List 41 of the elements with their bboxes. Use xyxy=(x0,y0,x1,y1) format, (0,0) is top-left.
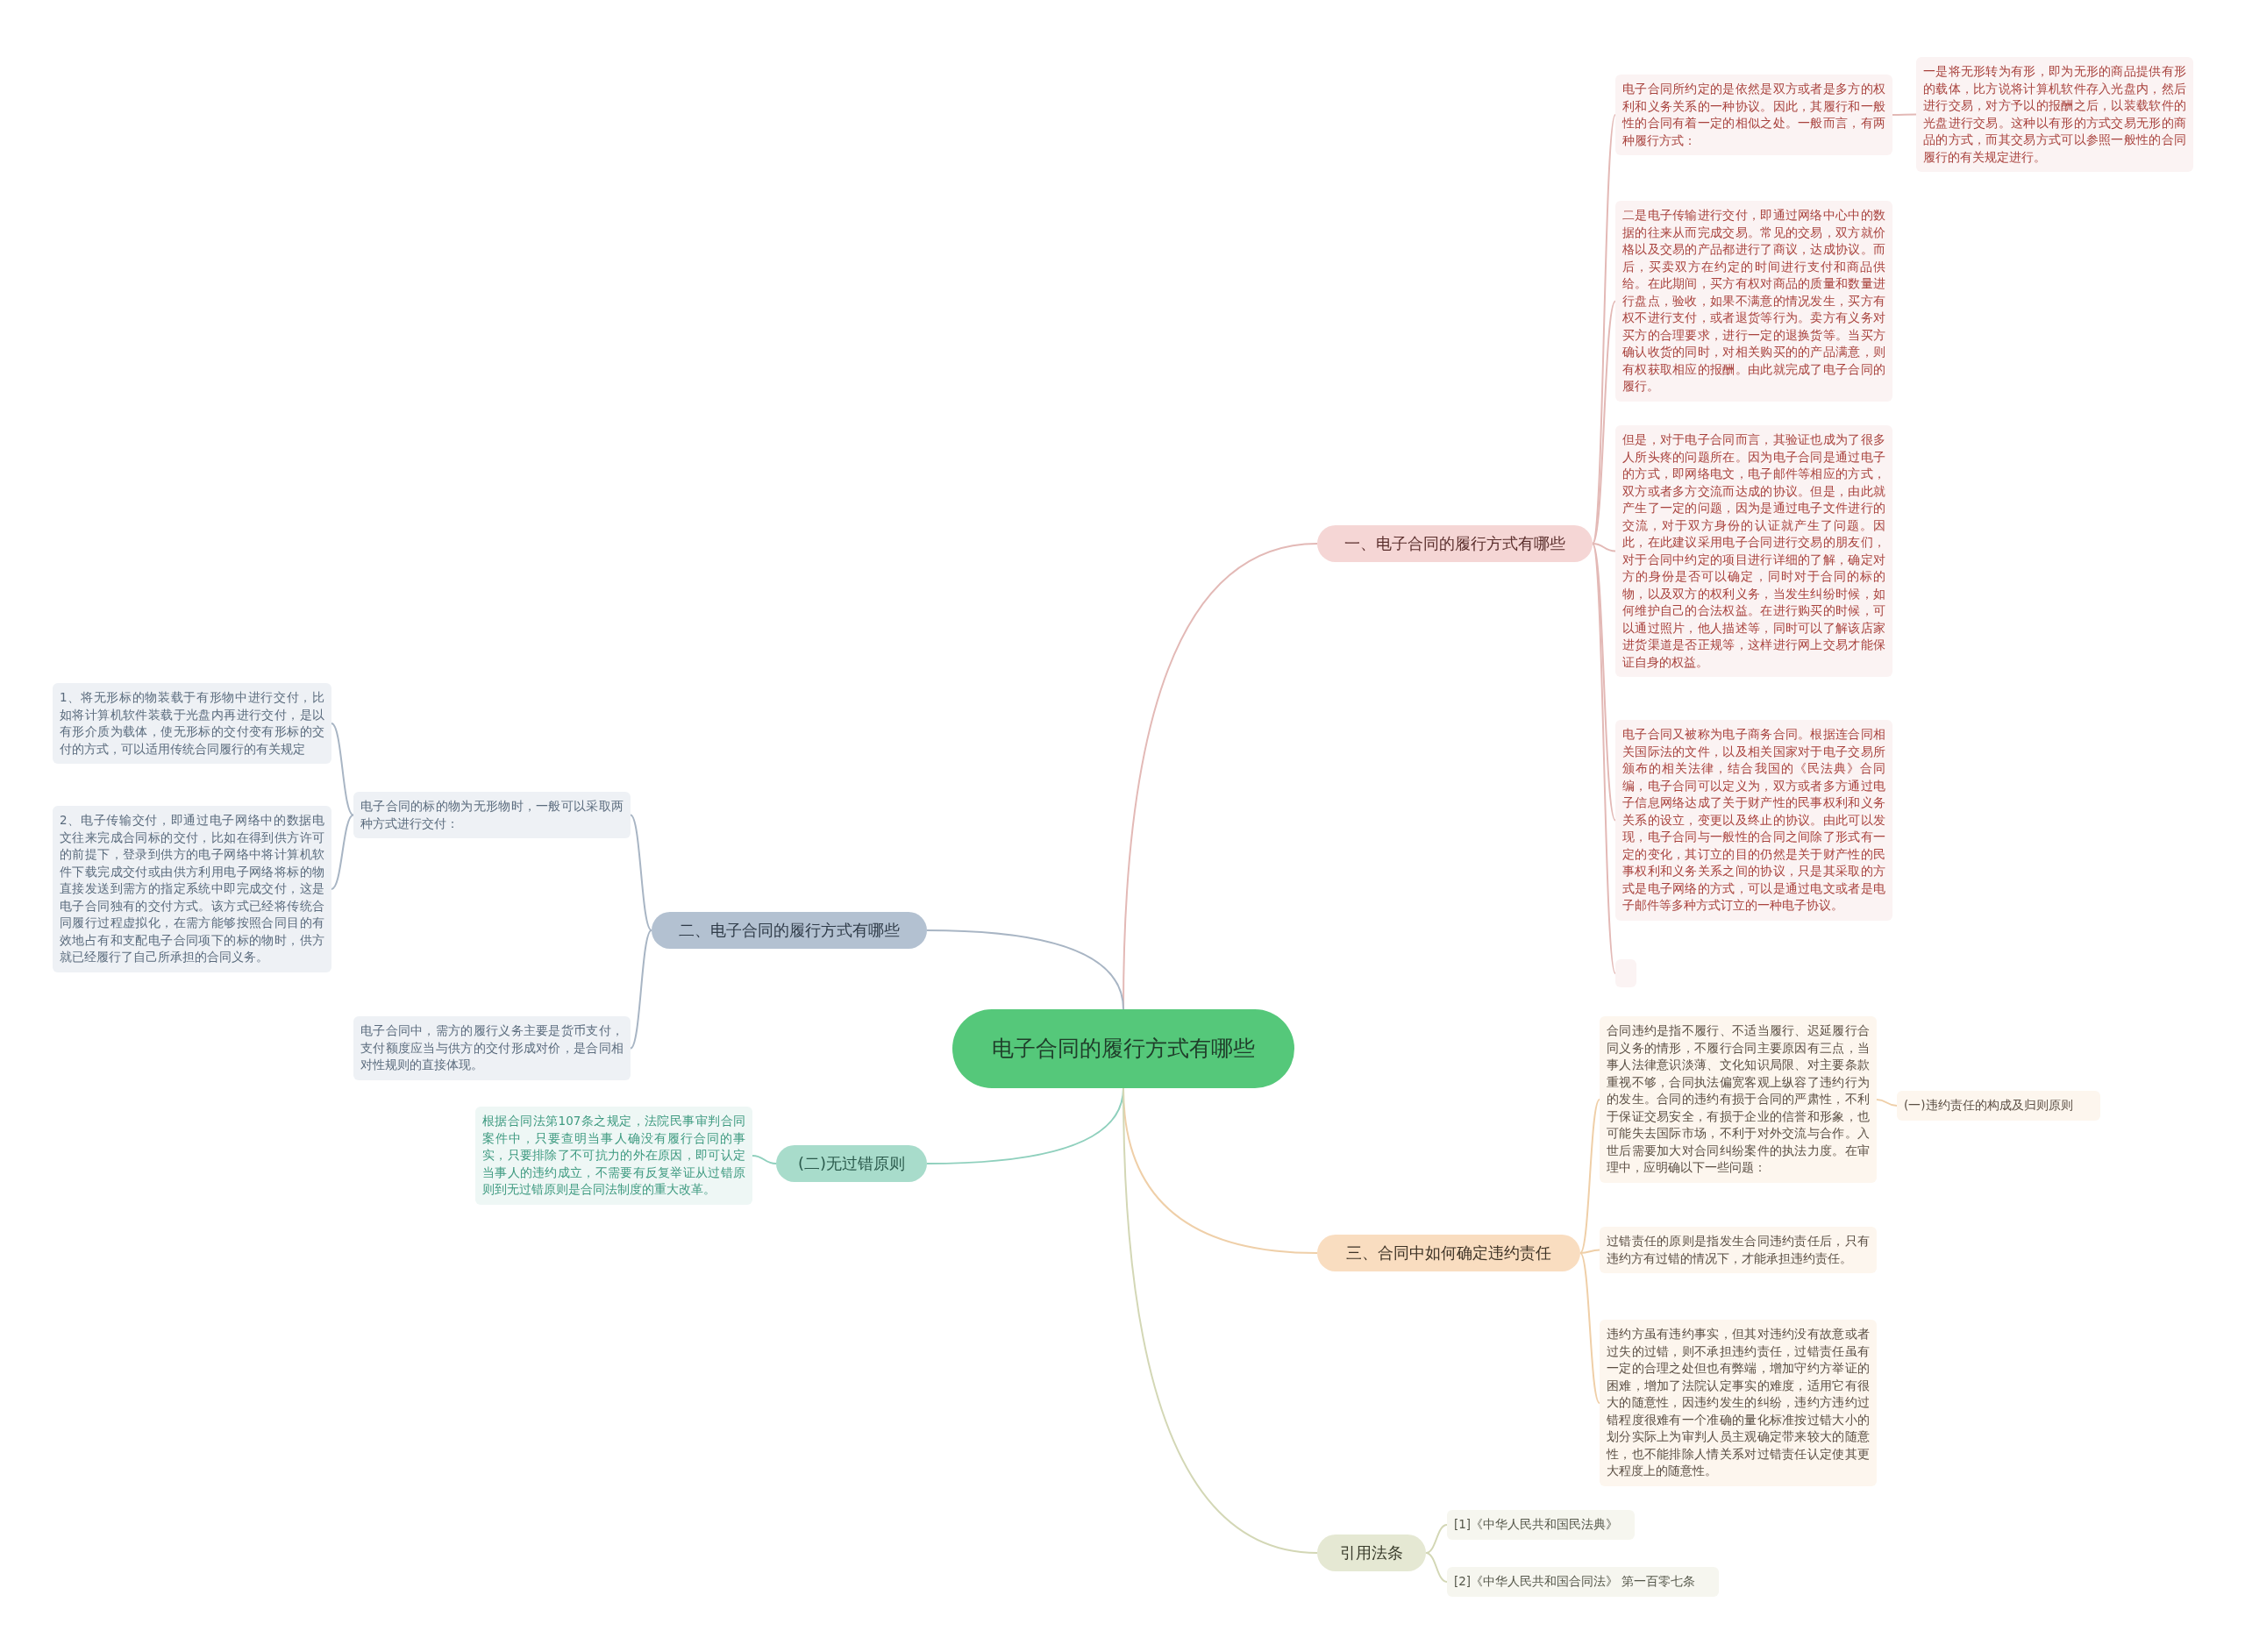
note-box: 电子合同所约定的是依然是双方或者是多方的权利和义务关系的一种协议。因此，其履行和一般性的合同有着一定的相似之处。一般而言，有两种履行方式： xyxy=(1615,75,1892,155)
empty-box xyxy=(1615,959,1636,987)
note-box: 合同违约是指不履行、不适当履行、迟延履行合同义务的情形，不履行合同主要原因有三点，当事人法律意识淡薄、文化知识局限、对主要条款重视不够，合同执法偏宽客观上纵容了违约行为的发生。合同的违约有损于合同的严肃性，不利于保证交易安全，有损于企业的信誉和形象，也可能失去国际市场，不利于对外交流与合作。入世后需要加大对合同纠纷案件的执法力度。在审理中，应明确以下一些问题： xyxy=(1600,1016,1877,1183)
note-box: 2、电子传输交付，即通过电子网络中的数据电文往来完成合同标的交付，比如在得到供方许可的前提下，登录到供方的电子网络中将计算机软件下载完成交付或由供方利用电子网络将标的物直接发送到需方的指定系统中即完成交付，这是电子合同独有的交付方式。该方式已经将传统合同履行过程虚拟化，在需方能够按照合同目的有效地占有和支配电子合同项下的标的物时，供方就已经履行了自己所承担的合同义务。 xyxy=(53,806,331,972)
connector-line xyxy=(331,723,354,816)
note-box: 但是，对于电子合同而言，其验证也成为了很多人所头疼的问题所在。因为电子合同是通过电子的方式，即网络电文，电子邮件等相应的方式，双方或者多方交流而达成的协议。但是，由此就产生了一定的问题，因为是通过电子文件进行的交流，对于双方身份的认证就产生了问题。因此，在此建议采用电子合同进行交易的朋友们，对于合同中约定的项目进行详细的了解，确定对方的身份是否可以确定，同时对于合同的标的物，以及双方的权利义务，当发生纠纷时候，如何维护自己的合法权益。在进行购买的时候，可以通过照片，他人描述等，同时可以了解该店家进货渠道是否正规等，这样进行网上交易才能保证自身的权益。 xyxy=(1615,425,1892,677)
connector-line xyxy=(1876,1099,1898,1107)
note-box: 电子合同的标的物为无形物时，一般可以采取两种方式进行交付： xyxy=(353,792,631,838)
note-box: 一是将无形转为有形，即为无形的商品提供有形的载体，比方说将计算机软件存入光盘内，然后进行交易，对方予以的报酬之后，以装载软件的光盘进行交易。这种以有形的方式交易无形的商品的方式，而其交易方式可以参照一般性的合同履行的有关规定进行。 xyxy=(1916,57,2193,172)
connector-line xyxy=(1592,543,1616,822)
branch-topic: 三、合同中如何确定违约责任 xyxy=(1317,1235,1580,1272)
central-topic: 电子合同的履行方式有哪些 xyxy=(952,1009,1294,1088)
note-box: 二是电子传输进行交付，即通过网络中心中的数据的往来从而完成交易。常见的交易，双方就价格以及交易的产品都进行了商议，达成协议。而后，买卖双方在约定的时间进行支付和商品供给。在此期间，买方有权对商品的质量和数量进行盘点，验收，如果不满意的情况发生，买方有权不进行支付，或者退货等行为。卖方有义务对买方的合理要求，进行一定的退换货等。当买方确认收货的同时，对相关购买的的产品满意，则有权获取相应的报酬。由此就完成了电子合同的履行。 xyxy=(1615,201,1892,402)
connector-line xyxy=(926,929,1124,1010)
note-box: 过错责任的原则是指发生合同违约责任后，只有违约方有过错的情况下，才能承担违约责任。 xyxy=(1600,1227,1877,1273)
branch-topic: 二、电子合同的履行方式有哪些 xyxy=(652,912,927,950)
connector-line xyxy=(1579,1252,1600,1404)
connector-line xyxy=(1579,1099,1600,1254)
connector-line xyxy=(1592,300,1616,545)
note-box: 根据合同法第107条之规定，法院民事审判合同案件中，只要查明当事人确没有履行合同的事实，只要排除了不可抗力的外在原因，即可认定当事人的违约成立，不需要有反复举证从过错原则到无过错原则是合同法制度的重大改革。 xyxy=(475,1107,752,1205)
connector-line xyxy=(1579,1249,1600,1254)
branch-topic: 一、电子合同的履行方式有哪些 xyxy=(1317,525,1593,563)
note-box: [1]《中华人民共和国民法典》 xyxy=(1447,1510,1635,1540)
connector-line xyxy=(630,929,652,1050)
branch-topic: (二)无过错原则 xyxy=(776,1145,927,1183)
note-box: 电子合同中，需方的履行义务主要是货币支付，支付额度应当与供方的交付形成对价，是合同相对性规则的直接体现。 xyxy=(353,1016,631,1080)
branch-topic: 引用法条 xyxy=(1317,1535,1426,1572)
connector-line xyxy=(331,814,354,890)
connector-line xyxy=(1592,543,1616,552)
connector-line xyxy=(630,814,652,931)
connector-line xyxy=(1122,1087,1318,1554)
connector-line xyxy=(1592,543,1616,974)
note-box: 违约方虽有违约事实，但其对违约没有故意或者过失的过错，则不承担违约责任，过错责任虽有一定的合理之处但也有弊端，增加守约方举证的困难，增加了法院认定事实的难度，适用它有很大的随意性，因违约发生的纠纷，违约方违约过错程度很难有一个准确的量化标准按过错大小的划分实际上为审判人员主观确定带来较大的随意性，也不能排除人情关系对过错责任认定使其更大程度上的随意性。 xyxy=(1600,1320,1877,1486)
connector-line xyxy=(1892,113,1917,116)
connector-line xyxy=(752,1155,777,1164)
note-box: [2]《中华人民共和国合同法》 第一百零七条 xyxy=(1447,1567,1719,1597)
note-box: 1、将无形标的物装载于有形物中进行交付，比如将计算机软件装载于光盘内再进行交付，是以有形介质为载体，使无形标的交付变有形标的交付的方式，可以适用传统合同履行的有关规定 xyxy=(53,683,331,764)
connector-line xyxy=(1425,1524,1448,1554)
note-box: 电子合同又被称为电子商务合同。根据连合同相关国际法的文件，以及相关国家对于电子交易所颁布的相关法律，结合我国的《民法典》合同编，电子合同可以定义为，双方或者多方通过电子信息网络达成了关于财产性的民事权利和义务关系的设立，变更以及终止的协议。由此可以发现，电子合同与一般性的合同之间除了形式有一定的变化，其订立的目的仍然是关于财产性的民事权利和义务关系之间的协议，只是其采取的方式是电子网络的方式，可以是通过电文或者是电子邮件等多种方式订立的一种电子协议。 xyxy=(1615,720,1892,921)
note-box: (一)违约责任的构成及归则原则 xyxy=(1897,1091,2100,1121)
connector-line xyxy=(1425,1552,1448,1583)
